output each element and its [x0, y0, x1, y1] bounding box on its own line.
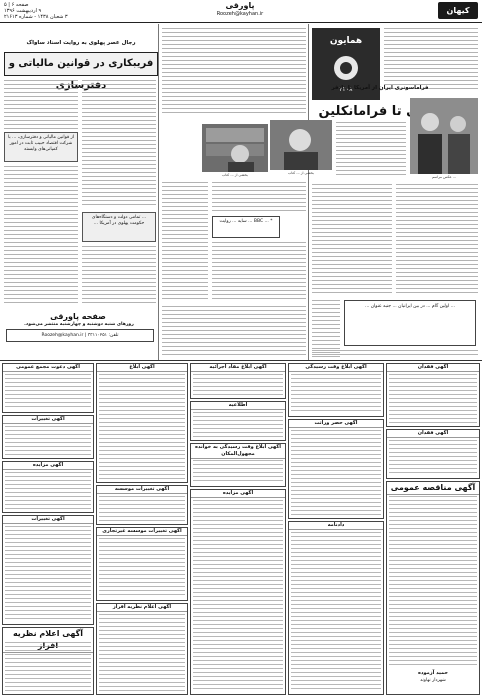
column-divider	[308, 24, 309, 360]
masthead-center: پاورقی Roozeh@kayhan.ir	[180, 1, 300, 18]
ad-box[interactable]: اطلاعیه	[190, 401, 286, 441]
story-text-column	[384, 28, 478, 92]
ad-box[interactable]: آگهی اعلام نظریه افراز	[96, 603, 188, 695]
photo-illustration	[410, 98, 478, 174]
photo-illustration	[202, 124, 268, 172]
story-text-column	[162, 28, 306, 116]
story-text-column	[212, 182, 306, 212]
story-text-column	[162, 182, 208, 302]
highlight-box: ... اولین گام ... در بین ایرانیان ... جن…	[344, 300, 476, 346]
ad-box[interactable]: آگهی فقدان	[386, 429, 480, 479]
ad-box[interactable]: دادنامه	[288, 521, 384, 695]
ad-box[interactable]: آگهی اعلام نظریه افراز	[2, 627, 94, 695]
photo-portrait	[270, 120, 332, 170]
promo-contact[interactable]: Roozeh@kayhan.ir | تلفن: ۳۳۱۱۰۲۵۱	[6, 329, 154, 342]
book-graphic	[334, 56, 358, 80]
photo-caption: ... عکس مراسم	[431, 175, 457, 179]
promo-title: صفحه پاورقی	[50, 312, 106, 321]
story-text-column	[82, 246, 156, 306]
ad-box[interactable]: آگهی ابلاغ مفاد اجرائیه	[190, 363, 286, 399]
story-kicker: رجال عصر پهلوی به روایت اسناد ساواک	[26, 40, 136, 46]
kayhan-logo[interactable]: کیهان	[438, 2, 478, 19]
ad-box[interactable]: آگهی فقدان	[386, 363, 480, 427]
story-text-column	[82, 80, 156, 208]
ad-box[interactable]: آگهی تغییرات موسسه	[96, 485, 188, 525]
ad-box[interactable]: آگهی مزایده	[190, 489, 286, 695]
story-text-column	[4, 166, 78, 306]
masthead: کیهان پاورقی Roozeh@kayhan.ir صفحه ۶ | ۵…	[0, 0, 482, 23]
story-headline[interactable]: فریبکاری در قوانین مالیاتی و دفترسازی	[4, 52, 158, 91]
ad-box[interactable]: آگهی حصر وراثت	[288, 419, 384, 519]
book-title: همایون	[329, 36, 363, 46]
ad-box[interactable]: آگهی ابلاغ وقت رسیدگی به خوانده مجهول‌ال…	[190, 443, 286, 487]
section-title: پاورقی	[225, 1, 255, 10]
ad-box[interactable]: آگهی تغییرات	[2, 515, 94, 625]
photo-caption: بخشی از ... کتاب	[288, 171, 314, 175]
signature-name: حمید آزموده	[418, 670, 448, 676]
issue-date: صفحه ۶ | ۵ ۹ اردیبهشت ۱۳۹۶ ۳ شعبان ۱۴۳۸ …	[4, 2, 68, 20]
section-email[interactable]: Roozeh@kayhan.ir	[216, 11, 264, 17]
ad-box[interactable]: آگهی تغییرات	[2, 415, 94, 459]
story-text-column	[312, 184, 392, 296]
pull-quote: از قوانین مالیاتی و دفترسازی، ... با شرک…	[4, 132, 78, 162]
photo-caption: بخشی از ... کتاب	[222, 173, 248, 177]
promo-subtitle: روزهای شنبه دوشنبه و چهارشنبه منتشر می‌ش…	[24, 322, 134, 327]
section-divider	[0, 360, 482, 361]
signature-role: شهردار نهاوند	[420, 678, 446, 683]
story-text-column	[4, 80, 78, 130]
photo-ceremony	[410, 98, 478, 174]
ad-box[interactable]: آگهی دعوت مجمع عمومی	[2, 363, 94, 413]
story-kicker: فراماسونری ایران از آمریکا تا دادفر	[331, 85, 429, 91]
photo-illustration	[270, 120, 332, 170]
story-text-column	[162, 306, 306, 358]
ad-box[interactable]: آگهی ابلاغ وقت رسیدگی	[288, 363, 384, 417]
story-text-column	[336, 122, 406, 178]
story-text-column	[212, 242, 306, 302]
story-text-column	[396, 184, 478, 296]
ad-box[interactable]: آگهی مزایده	[2, 461, 94, 513]
book-number: ۲۲۰۸	[339, 86, 353, 93]
column-divider	[158, 24, 159, 360]
ad-box[interactable]: آگهی ابلاغ	[96, 363, 188, 483]
ad-box-tender[interactable]: آگهی مناقصه عمومی	[386, 481, 480, 695]
ad-box[interactable]: آگهی تغییرات موسسه غیرتجاری	[96, 527, 188, 601]
pull-quote: ... تمامی دولت و دستگاه‌های حکومت پهلوی …	[82, 212, 156, 242]
book-cover[interactable]: همایون ۲۲۰۸	[312, 28, 380, 100]
story-text-column	[312, 300, 340, 358]
story-text-column	[312, 350, 478, 358]
bbc-highlight-box: * ... BBC ... سایه ... روایت	[212, 216, 280, 238]
photo-bookshop	[202, 124, 268, 172]
